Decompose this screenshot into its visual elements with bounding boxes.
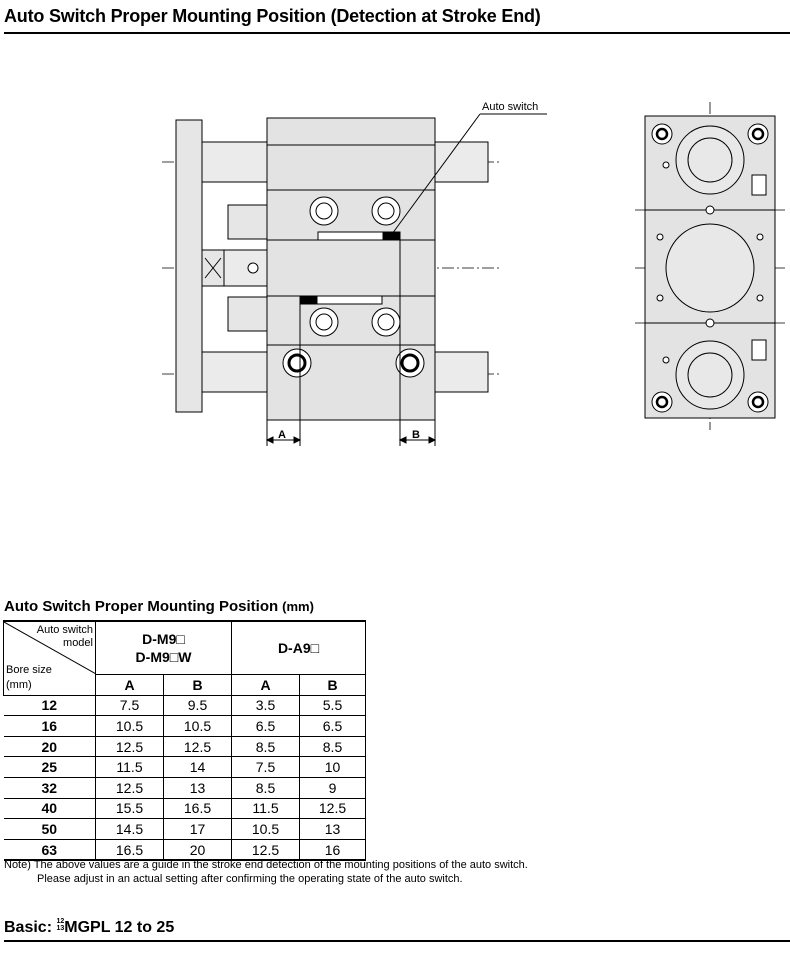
bore-cell: 12 [3,694,96,717]
model-header-m9: D-M9□ D-M9□W [95,620,232,675]
section-underline [4,940,790,942]
value-cell: 17 [163,818,232,840]
bore-cell: 63 [3,838,96,862]
dimension-b-label: B [412,429,420,441]
col-b-m9: B [163,674,232,696]
note-line-1: Note) The above values are a guide in th… [4,859,528,871]
value-cell: 6.5 [299,715,366,737]
corner-model-label-1: Auto switch [36,624,93,636]
variant-top: 12 [56,918,65,925]
value-cell: 14 [163,756,232,778]
dimension-a-label: A [278,429,286,441]
cylinder-drawing: Auto switch A B [162,101,785,446]
value-cell: 12.5 [95,735,164,758]
note-line-2: Please adjust in an actual setting after… [37,873,463,885]
col-b-a9: B [299,674,366,696]
value-cell: 13 [299,818,366,840]
end-view [635,102,785,430]
value-cell: 10 [299,756,366,778]
table-row: 40 15.5 16.5 11.5 12.5 [3,797,366,820]
corner-bore-label-1: Bore size [6,663,52,676]
value-cell: 8.5 [299,735,366,758]
bore-cell: 16 [3,715,96,737]
value-cell: 12.5 [163,735,232,758]
value-cell: 5.5 [299,694,366,717]
model-m9-label: D-M9□ [142,631,185,647]
value-cell: 16 [299,838,366,862]
col-a-a9: A [231,674,300,696]
value-cell: 20 [163,838,232,862]
bore-cell: 25 [3,756,96,778]
table-row: 63 16.5 20 12.5 16 [3,838,366,862]
value-cell: 3.5 [231,694,300,717]
table-row: 12 7.5 9.5 3.5 5.5 [3,694,366,717]
title-underline [4,32,790,34]
value-cell: 15.5 [95,797,164,820]
value-cell: 11.5 [95,756,164,778]
value-cell: 11.5 [231,797,300,820]
model-m9w-label: D-M9□W [135,649,192,665]
table-unit: (mm) [282,599,314,614]
bore-cell: 32 [3,776,96,799]
value-cell: 9.5 [163,694,232,717]
basic-prefix: Basic: [4,919,57,936]
bore-cell: 20 [3,735,96,758]
table-row: 25 11.5 14 7.5 10 [3,756,366,778]
basic-model: MGPL 12 to 25 [64,919,175,936]
value-cell: 6.5 [231,715,300,737]
value-cell: 13 [163,776,232,799]
diagonal-line [4,622,96,675]
value-cell: 12.5 [231,838,300,862]
value-cell: 7.5 [231,756,300,778]
value-cell: 10.5 [163,715,232,737]
table-title: Auto Switch Proper Mounting Position(mm) [4,598,314,615]
table-note: Note) The above values are a guide in th… [4,858,528,886]
value-cell: 10.5 [231,818,300,840]
table-row: 16 10.5 10.5 6.5 6.5 [3,715,366,737]
value-cell: 14.5 [95,818,164,840]
table-row: 50 14.5 17 10.5 13 [3,818,366,840]
bore-cell: 50 [3,818,96,840]
model-header-a9: D-A9□ [231,620,366,675]
value-cell: 9 [299,776,366,799]
value-cell: 7.5 [95,694,164,717]
variant-bottom: 13 [56,925,65,932]
auto-switch-callout: Auto switch [482,101,538,113]
value-cell: 16.5 [95,838,164,862]
value-cell: 10.5 [95,715,164,737]
value-cell: 8.5 [231,776,300,799]
col-a-m9: A [95,674,164,696]
corner-model-label-2: model [63,637,93,649]
value-cell: 12.5 [95,776,164,799]
value-cell: 16.5 [163,797,232,820]
table-title-text: Auto Switch Proper Mounting Position [4,598,279,615]
table-row: 32 12.5 13 8.5 9 [3,776,366,799]
value-cell: 8.5 [231,735,300,758]
table-row: 20 12.5 12.5 8.5 8.5 [3,735,366,758]
side-view [162,113,547,446]
corner-bore-label-2: (mm) [6,678,32,691]
value-cell: 12.5 [299,797,366,820]
page-title: Auto Switch Proper Mounting Position (De… [4,6,541,26]
bore-cell: 40 [3,797,96,820]
